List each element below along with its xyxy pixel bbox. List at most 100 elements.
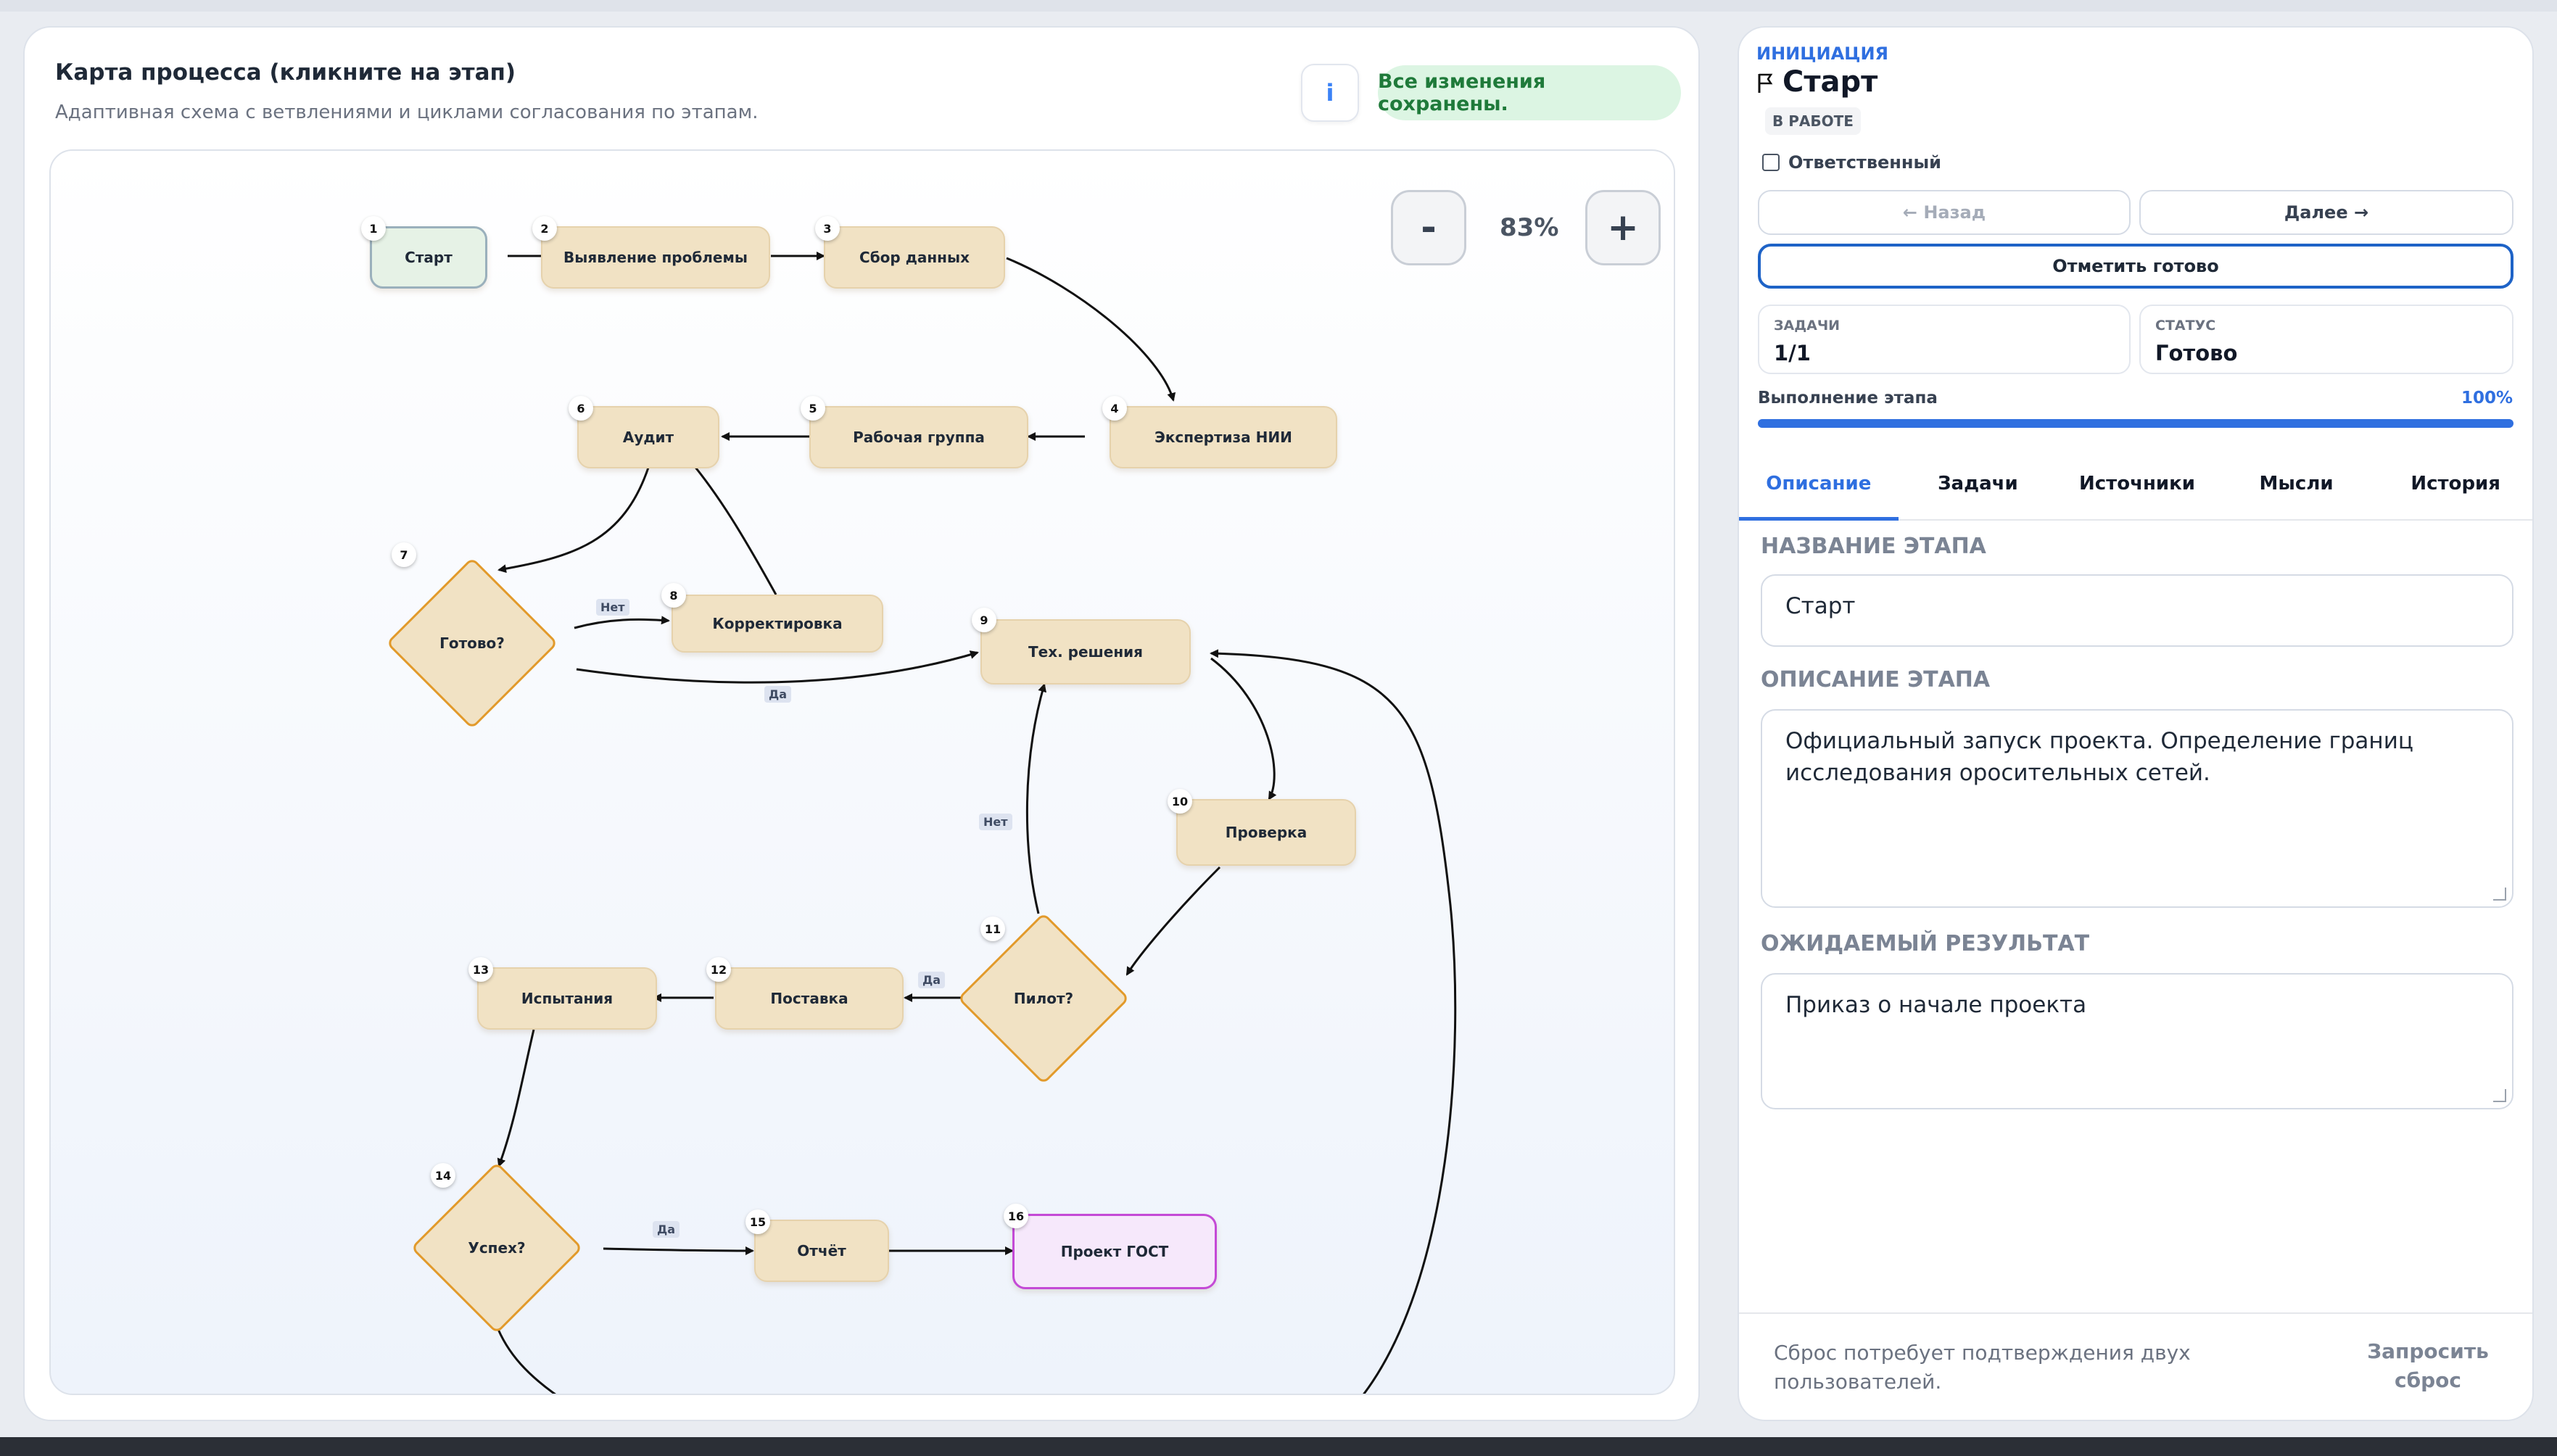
node-label: Тех. решения [1028,643,1144,661]
edge-loop-to-9 [1210,649,1457,1394]
stage-title: Старт [1756,65,1878,99]
map-title: Карта процесса (кликните на этап) [55,59,516,86]
edge-11-9 [1025,683,1046,914]
progress-label: Выполнение этапа [1758,389,1938,408]
edge-9-10 [1210,657,1277,801]
window-bottom-strip [0,1437,2557,1456]
node-label: Готово? [439,634,505,652]
stage-name-input[interactable]: Старт [1761,574,2513,647]
node-label: Отчёт [797,1242,846,1259]
status-stat-value: Готово [2155,341,2238,365]
node-label: Проверка [1225,824,1308,841]
stage-title-text: Старт [1783,65,1878,99]
node-number-badge: 16 [1004,1204,1028,1228]
node-delivery[interactable]: Поставка [715,967,904,1030]
node-number-badge: 14 [431,1163,455,1188]
node-label: Корректировка [712,615,843,632]
reset-note: Сброс потребует подтверждения двух польз… [1774,1341,2191,1394]
tab-sources[interactable]: Источники [2078,473,2195,495]
edge-3-4 [1006,257,1176,402]
edge-label-yes: Да [653,1221,680,1238]
stage-details-panel: ИНИЦИАЦИЯ Старт В РАБОТЕ Ответственный ←… [1738,26,2534,1421]
responsible-checkbox[interactable] [1762,154,1780,171]
request-reset-button[interactable]: Запросить сброс [2367,1339,2489,1392]
footer-divider [1739,1312,2532,1314]
node-tech-solutions[interactable]: Тех. решения [980,619,1191,684]
edge-13-14 [497,1029,535,1167]
zoom-out-button[interactable]: - [1391,190,1466,265]
node-label: Испытания [521,990,614,1007]
flag-icon [1758,73,1773,93]
node-number-badge: 2 [532,216,557,241]
tasks-stat-value: 1/1 [1774,341,1811,365]
edge-14-out [495,1323,557,1394]
progress-value: 100% [2461,389,2513,408]
stage-description-label: ОПИСАНИЕ ЭТАПА [1761,667,1991,692]
back-button[interactable]: ← Назад [1758,190,2131,235]
node-verification[interactable]: Проверка [1176,799,1356,866]
process-map-card: Карта процесса (кликните на этап) Адапти… [23,26,1700,1421]
progress-bar-fill [1758,419,2513,428]
window-top-strip [0,0,2557,12]
edge-7-8 [574,616,670,629]
node-problem-identification[interactable]: Выявление проблемы [541,226,770,289]
node-number-badge: 9 [972,608,996,632]
expected-result-textarea[interactable]: Приказ о начале проекта [1761,973,2513,1109]
node-pilot-decision[interactable]: Пилот? [957,912,1130,1085]
node-testing[interactable]: Испытания [477,967,657,1030]
progress-bar [1758,419,2513,428]
edge-14-15 [603,1246,754,1255]
resize-grip-icon[interactable] [2493,888,2506,901]
map-subtitle: Адаптивная схема с ветвлениями и циклами… [55,102,759,123]
node-report[interactable]: Отчёт [754,1220,889,1282]
node-number-badge: 15 [745,1209,770,1234]
node-working-group[interactable]: Рабочая группа [809,406,1028,468]
edge-10-11 [1125,866,1221,976]
node-correction[interactable]: Корректировка [672,595,883,653]
edge-label-no: Нет [979,814,1012,830]
node-label: Старт [405,249,453,266]
next-button[interactable]: Далее → [2139,190,2513,235]
node-data-collection[interactable]: Сбор данных [824,226,1005,289]
node-label: Проект ГОСТ [1060,1243,1169,1260]
expected-result-text: Приказ о начале проекта [1785,992,2087,1018]
node-number-badge: 11 [980,917,1005,941]
responsible-checkbox-row[interactable]: Ответственный [1762,152,1941,173]
tab-thoughts[interactable]: Мысли [2259,473,2334,495]
mark-done-button[interactable]: Отметить готово [1758,244,2513,289]
resize-grip-icon[interactable] [2493,1089,2506,1102]
tab-history[interactable]: История [2411,473,2500,495]
tab-tasks[interactable]: Задачи [1938,473,2018,495]
node-research-expertise[interactable]: Экспертиза НИИ [1110,406,1337,468]
status-badge: В РАБОТЕ [1765,107,1861,135]
edge-label-yes: Да [918,972,946,988]
node-number-badge: 13 [468,957,493,982]
stage-name-label: НАЗВАНИЕ ЭТАПА [1761,534,1986,559]
expected-result-label: ОЖИДАЕМЫЙ РЕЗУЛЬТАТ [1761,931,2090,956]
node-ready-decision[interactable]: Готово? [386,557,558,729]
node-label: Экспертиза НИИ [1154,429,1292,446]
diagram-canvas[interactable]: - 83% + Старт 1 Выявление проблемы 2 Сбо… [49,149,1675,1395]
saved-status-badge: Все изменения сохранены. [1378,65,1681,120]
node-start[interactable]: Старт [370,226,487,289]
edge-label-no: Нет [596,599,629,616]
node-number-badge: 6 [569,396,593,421]
node-number-badge: 10 [1168,789,1192,814]
node-number-badge: 3 [815,216,840,241]
stage-description-textarea[interactable]: Официальный запуск проекта. Определение … [1761,709,2513,908]
node-label: Пилот? [1013,990,1074,1007]
node-gost-draft[interactable]: Проект ГОСТ [1012,1214,1217,1289]
tab-description[interactable]: Описание [1739,448,1899,521]
node-label: Рабочая группа [853,429,985,446]
tasks-stat: ЗАДАЧИ 1/1 [1758,305,2131,374]
node-label: Выявление проблемы [563,249,748,266]
node-success-decision[interactable]: Успех? [410,1162,583,1334]
node-label: Сбор данных [859,249,970,266]
zoom-in-button[interactable]: + [1585,190,1661,265]
status-stat: СТАТУС Готово [2139,305,2513,374]
node-number-badge: 7 [392,542,416,567]
status-stat-key: СТАТУС [2155,318,2216,334]
info-button[interactable]: i [1301,64,1359,122]
node-audit[interactable]: Аудит [577,406,719,468]
edge-6-7 [497,465,650,574]
